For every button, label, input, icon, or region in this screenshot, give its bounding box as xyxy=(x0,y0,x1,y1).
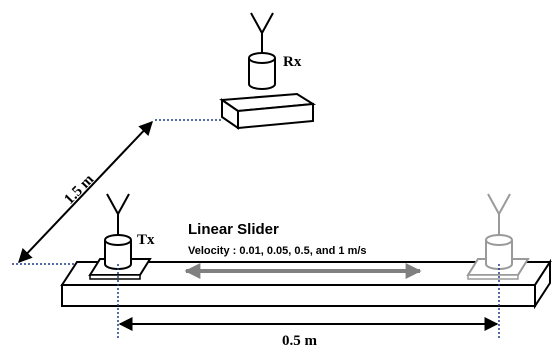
slider-title: Linear Slider xyxy=(188,221,279,238)
receiver-antenna-icon xyxy=(219,12,317,130)
transmitter-label: Tx xyxy=(137,232,155,248)
transmitter-antenna-icon xyxy=(88,193,152,280)
vertical-distance-label: 1.5 m xyxy=(61,171,97,208)
vertical-distance-arrow xyxy=(18,120,153,264)
horizontal-distance-label: 0.5 m xyxy=(282,333,318,349)
velocity-label: Velocity : 0.01, 0.05, 0.5, and 1 m/s xyxy=(188,245,367,257)
transmitter-end-position-icon xyxy=(466,193,530,280)
receiver-label: Rx xyxy=(283,54,302,70)
